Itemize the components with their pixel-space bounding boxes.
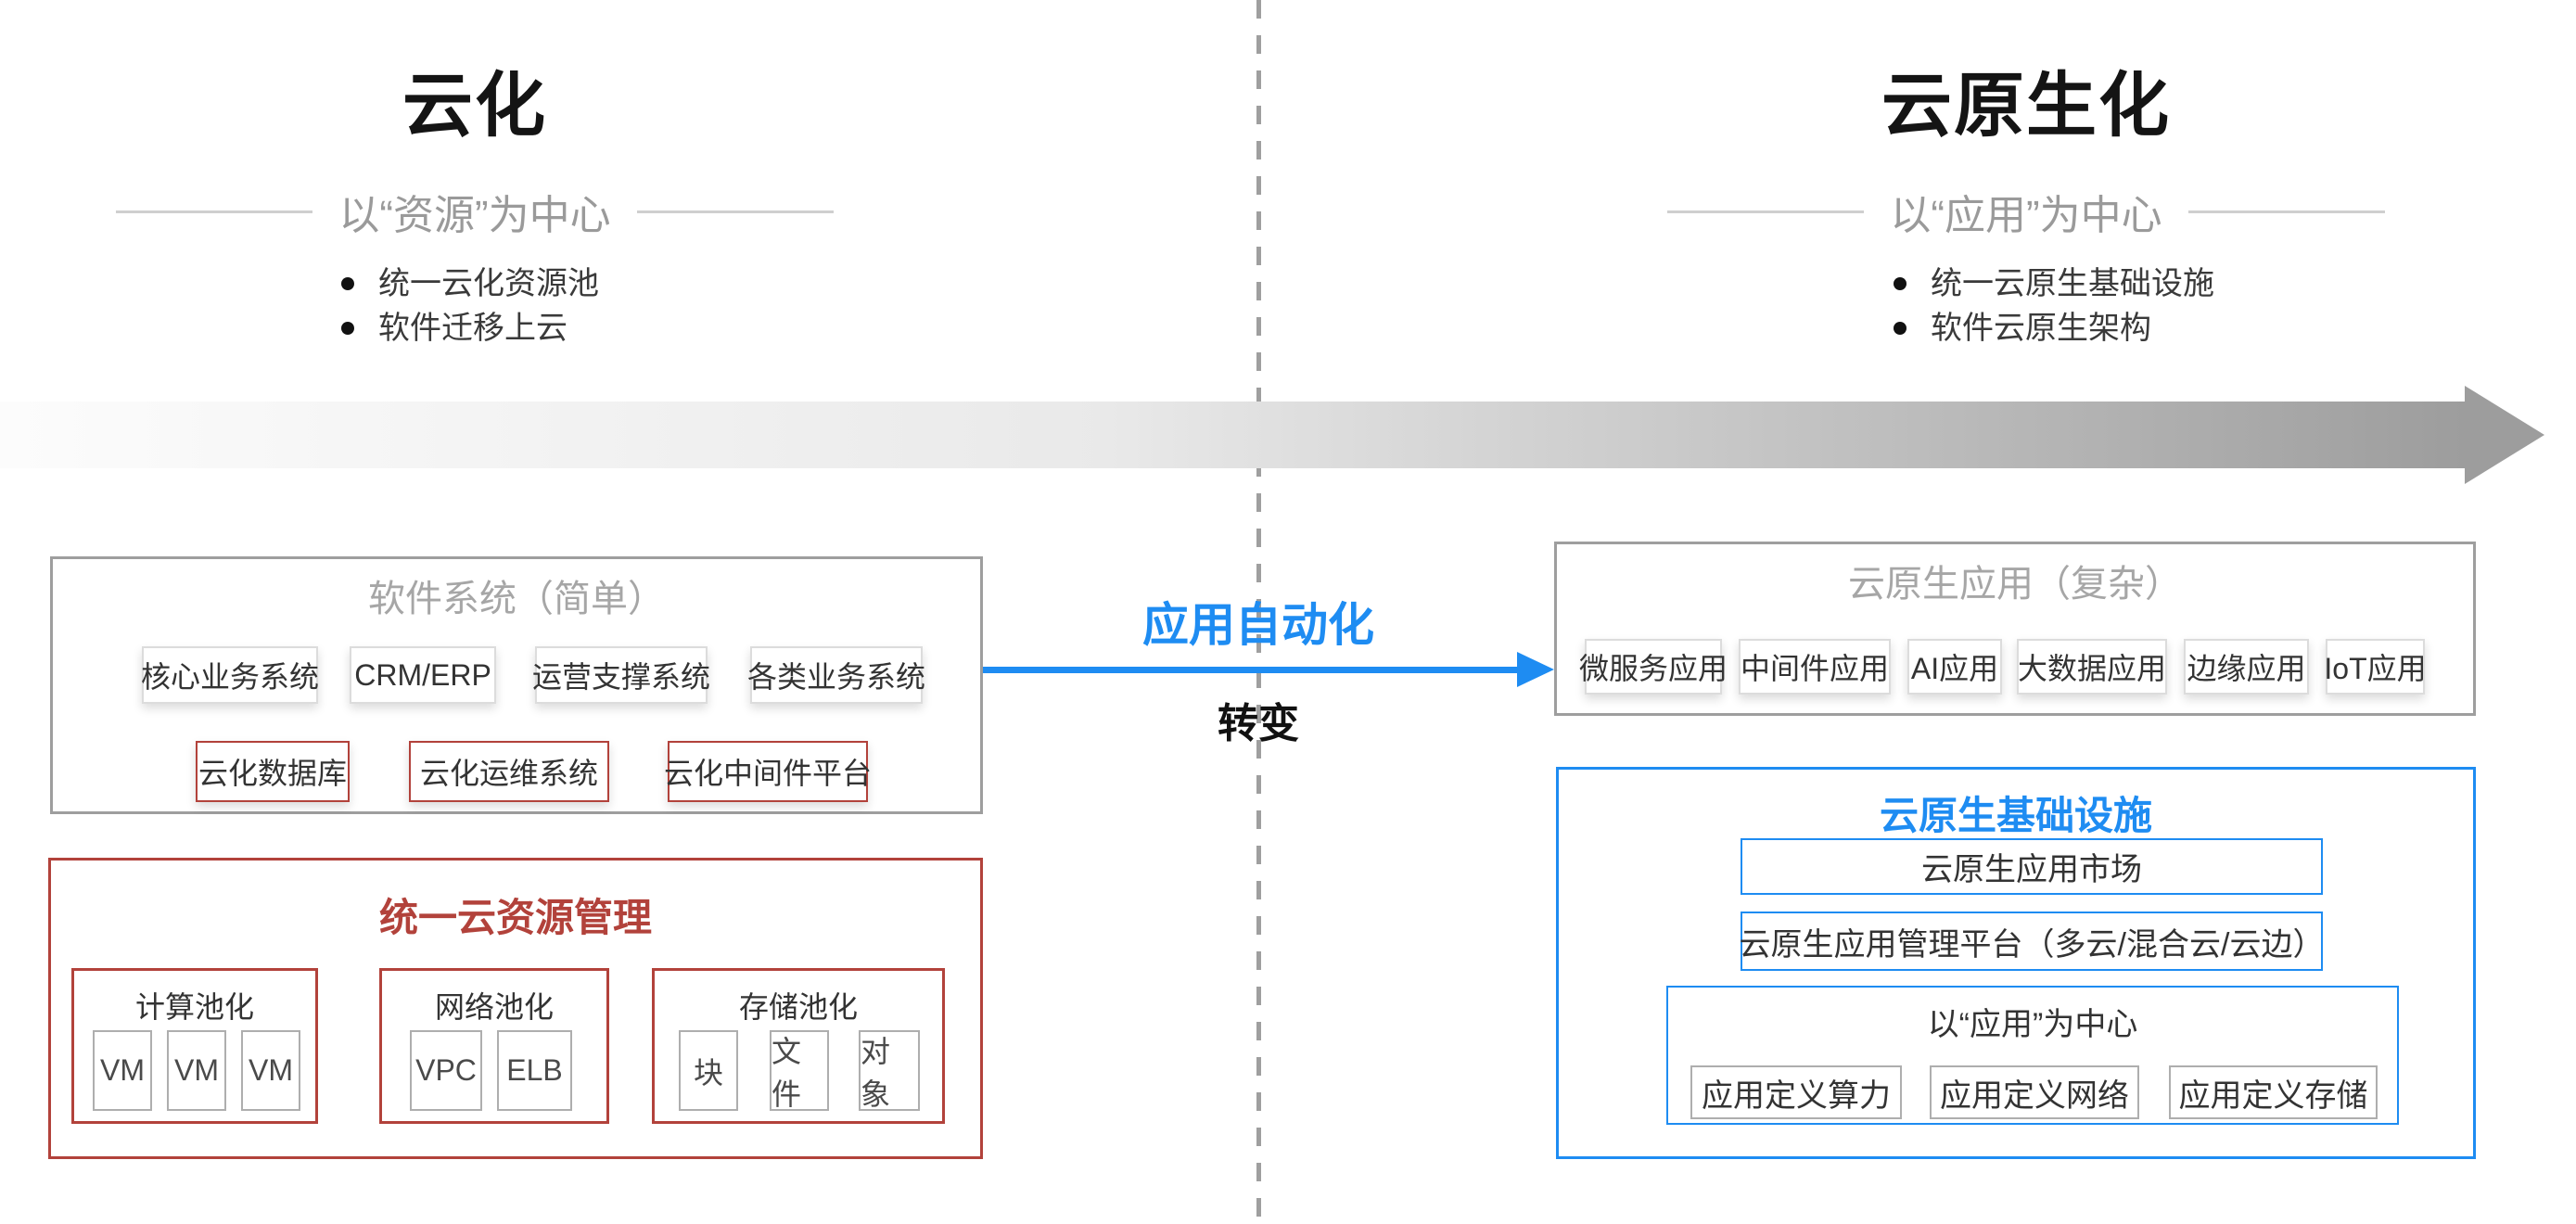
right-header: 云原生化 bbox=[1609, 48, 2443, 150]
storage-pool-title: 存储池化 bbox=[738, 990, 858, 1024]
subtitle-left-rule bbox=[116, 210, 313, 213]
list-item: 统一云化资源池 bbox=[339, 261, 599, 306]
pool-item: 对象 bbox=[859, 1030, 920, 1111]
subtitle-left-rule bbox=[1667, 210, 1865, 213]
timeline-gradient-arrow bbox=[0, 402, 2465, 468]
pool-item: VM bbox=[167, 1030, 226, 1111]
cloudified-card: 云化中间件平台 bbox=[664, 741, 872, 802]
pool-item: VM bbox=[93, 1030, 152, 1111]
cloud-resource-mgmt-title: 统一云资源管理 bbox=[378, 896, 652, 939]
pool-item: ELB bbox=[497, 1030, 572, 1111]
pool-item: 文件 bbox=[770, 1030, 829, 1111]
compute-pool-box: 计算池化 VM VM VM bbox=[71, 968, 318, 1124]
app-card: 中间件应用 bbox=[1739, 639, 1891, 695]
transform-arrow-sublabel: 转变 bbox=[1218, 701, 1299, 746]
app-centric-box: 以“应用”为中心 应用定义算力 应用定义网络 应用定义存储 bbox=[1666, 986, 2399, 1125]
transform-arrow bbox=[983, 667, 1523, 673]
bullet-dot-icon bbox=[1894, 322, 1906, 335]
app-defined-item: 应用定义网络 bbox=[1930, 1065, 2139, 1119]
cloudified-card: 云化数据库 bbox=[196, 741, 350, 802]
app-defined-item: 应用定义存储 bbox=[2169, 1065, 2378, 1119]
network-pool-title: 网络池化 bbox=[434, 990, 554, 1024]
left-title: 云化 bbox=[402, 67, 547, 146]
list-item: 软件迁移上云 bbox=[339, 306, 599, 351]
app-mgmt-platform-bar: 云原生应用管理平台（多云/混合云/云边） bbox=[1740, 912, 2324, 971]
compute-pool-title: 计算池化 bbox=[134, 990, 254, 1024]
list-item: 统一云原生基础设施 bbox=[1892, 261, 2214, 306]
software-card: 运营支撑系统 bbox=[532, 646, 710, 704]
cloud-native-infra-title: 云原生基础设施 bbox=[1879, 794, 2152, 837]
app-card: AI应用 bbox=[1907, 639, 2002, 695]
bullet-text: 统一云化资源池 bbox=[378, 266, 599, 301]
cloud-native-apps-box: 云原生应用（复杂） 微服务应用 中间件应用 AI应用 大数据应用 边缘应用 Io… bbox=[1554, 542, 2476, 716]
left-header: 云化 bbox=[57, 48, 892, 150]
cloud-native-apps-title: 云原生应用（复杂） bbox=[1848, 564, 2182, 605]
software-system-box-title: 软件系统（简单） bbox=[368, 579, 665, 619]
right-subtitle-row: 以“应用”为中心 bbox=[1609, 182, 2443, 241]
transform-arrow-label: 应用自动化 bbox=[1142, 599, 1374, 651]
app-card: IoT应用 bbox=[2324, 639, 2427, 695]
app-defined-item: 应用定义算力 bbox=[1690, 1065, 1902, 1119]
bullet-text: 统一云原生基础设施 bbox=[1931, 266, 2214, 301]
right-title: 云原生化 bbox=[1881, 67, 2171, 146]
app-card: 边缘应用 bbox=[2184, 639, 2309, 695]
software-card: 核心业务系统 bbox=[141, 646, 319, 704]
app-card: 微服务应用 bbox=[1579, 639, 1728, 695]
right-subtitle: 以“应用”为中心 bbox=[1890, 193, 2162, 238]
center-divider-dashed-line bbox=[1256, 0, 1261, 1224]
bullet-text: 软件迁移上云 bbox=[378, 311, 567, 346]
left-subtitle-row: 以“资源”为中心 bbox=[57, 182, 892, 241]
app-centric-title: 以“应用”为中心 bbox=[1927, 1007, 2138, 1042]
software-system-box: 软件系统（简单） 核心业务系统 CRM/ERP 运营支撑系统 各类业务系统 云化… bbox=[50, 556, 983, 814]
bullet-dot-icon bbox=[341, 322, 354, 335]
left-bullet-list: 统一云化资源池 软件迁移上云 bbox=[339, 261, 599, 351]
pool-item: VPC bbox=[410, 1030, 482, 1111]
storage-pool-box: 存储池化 块 文件 对象 bbox=[652, 968, 945, 1124]
bullet-text: 软件云原生架构 bbox=[1931, 311, 2151, 346]
cloud-resource-mgmt-box: 统一云资源管理 计算池化 VM VM VM 网络池化 VPC ELB 存储池化 … bbox=[48, 858, 983, 1159]
list-item: 软件云原生架构 bbox=[1892, 306, 2214, 351]
pool-item: VM bbox=[241, 1030, 300, 1111]
bullet-dot-icon bbox=[1894, 277, 1906, 290]
network-pool-box: 网络池化 VPC ELB bbox=[379, 968, 609, 1124]
left-subtitle: 以“资源”为中心 bbox=[338, 193, 611, 238]
software-card: 各类业务系统 bbox=[747, 646, 925, 704]
cloud-native-infra-box: 云原生基础设施 云原生应用市场 云原生应用管理平台（多云/混合云/云边） 以“应… bbox=[1556, 767, 2476, 1159]
subtitle-right-rule bbox=[636, 210, 834, 213]
software-card: CRM/ERP bbox=[350, 646, 496, 704]
cloudified-card: 云化运维系统 bbox=[409, 741, 609, 802]
right-bullet-list: 统一云原生基础设施 软件云原生架构 bbox=[1892, 261, 2214, 351]
transform-arrow-head-icon bbox=[1517, 652, 1554, 687]
subtitle-right-rule bbox=[2187, 210, 2385, 213]
bullet-dot-icon bbox=[341, 277, 354, 290]
app-card: 大数据应用 bbox=[2017, 639, 2167, 695]
app-market-bar: 云原生应用市场 bbox=[1741, 838, 2323, 895]
timeline-arrow-head-icon bbox=[2465, 386, 2544, 484]
pool-item: 块 bbox=[679, 1030, 738, 1111]
